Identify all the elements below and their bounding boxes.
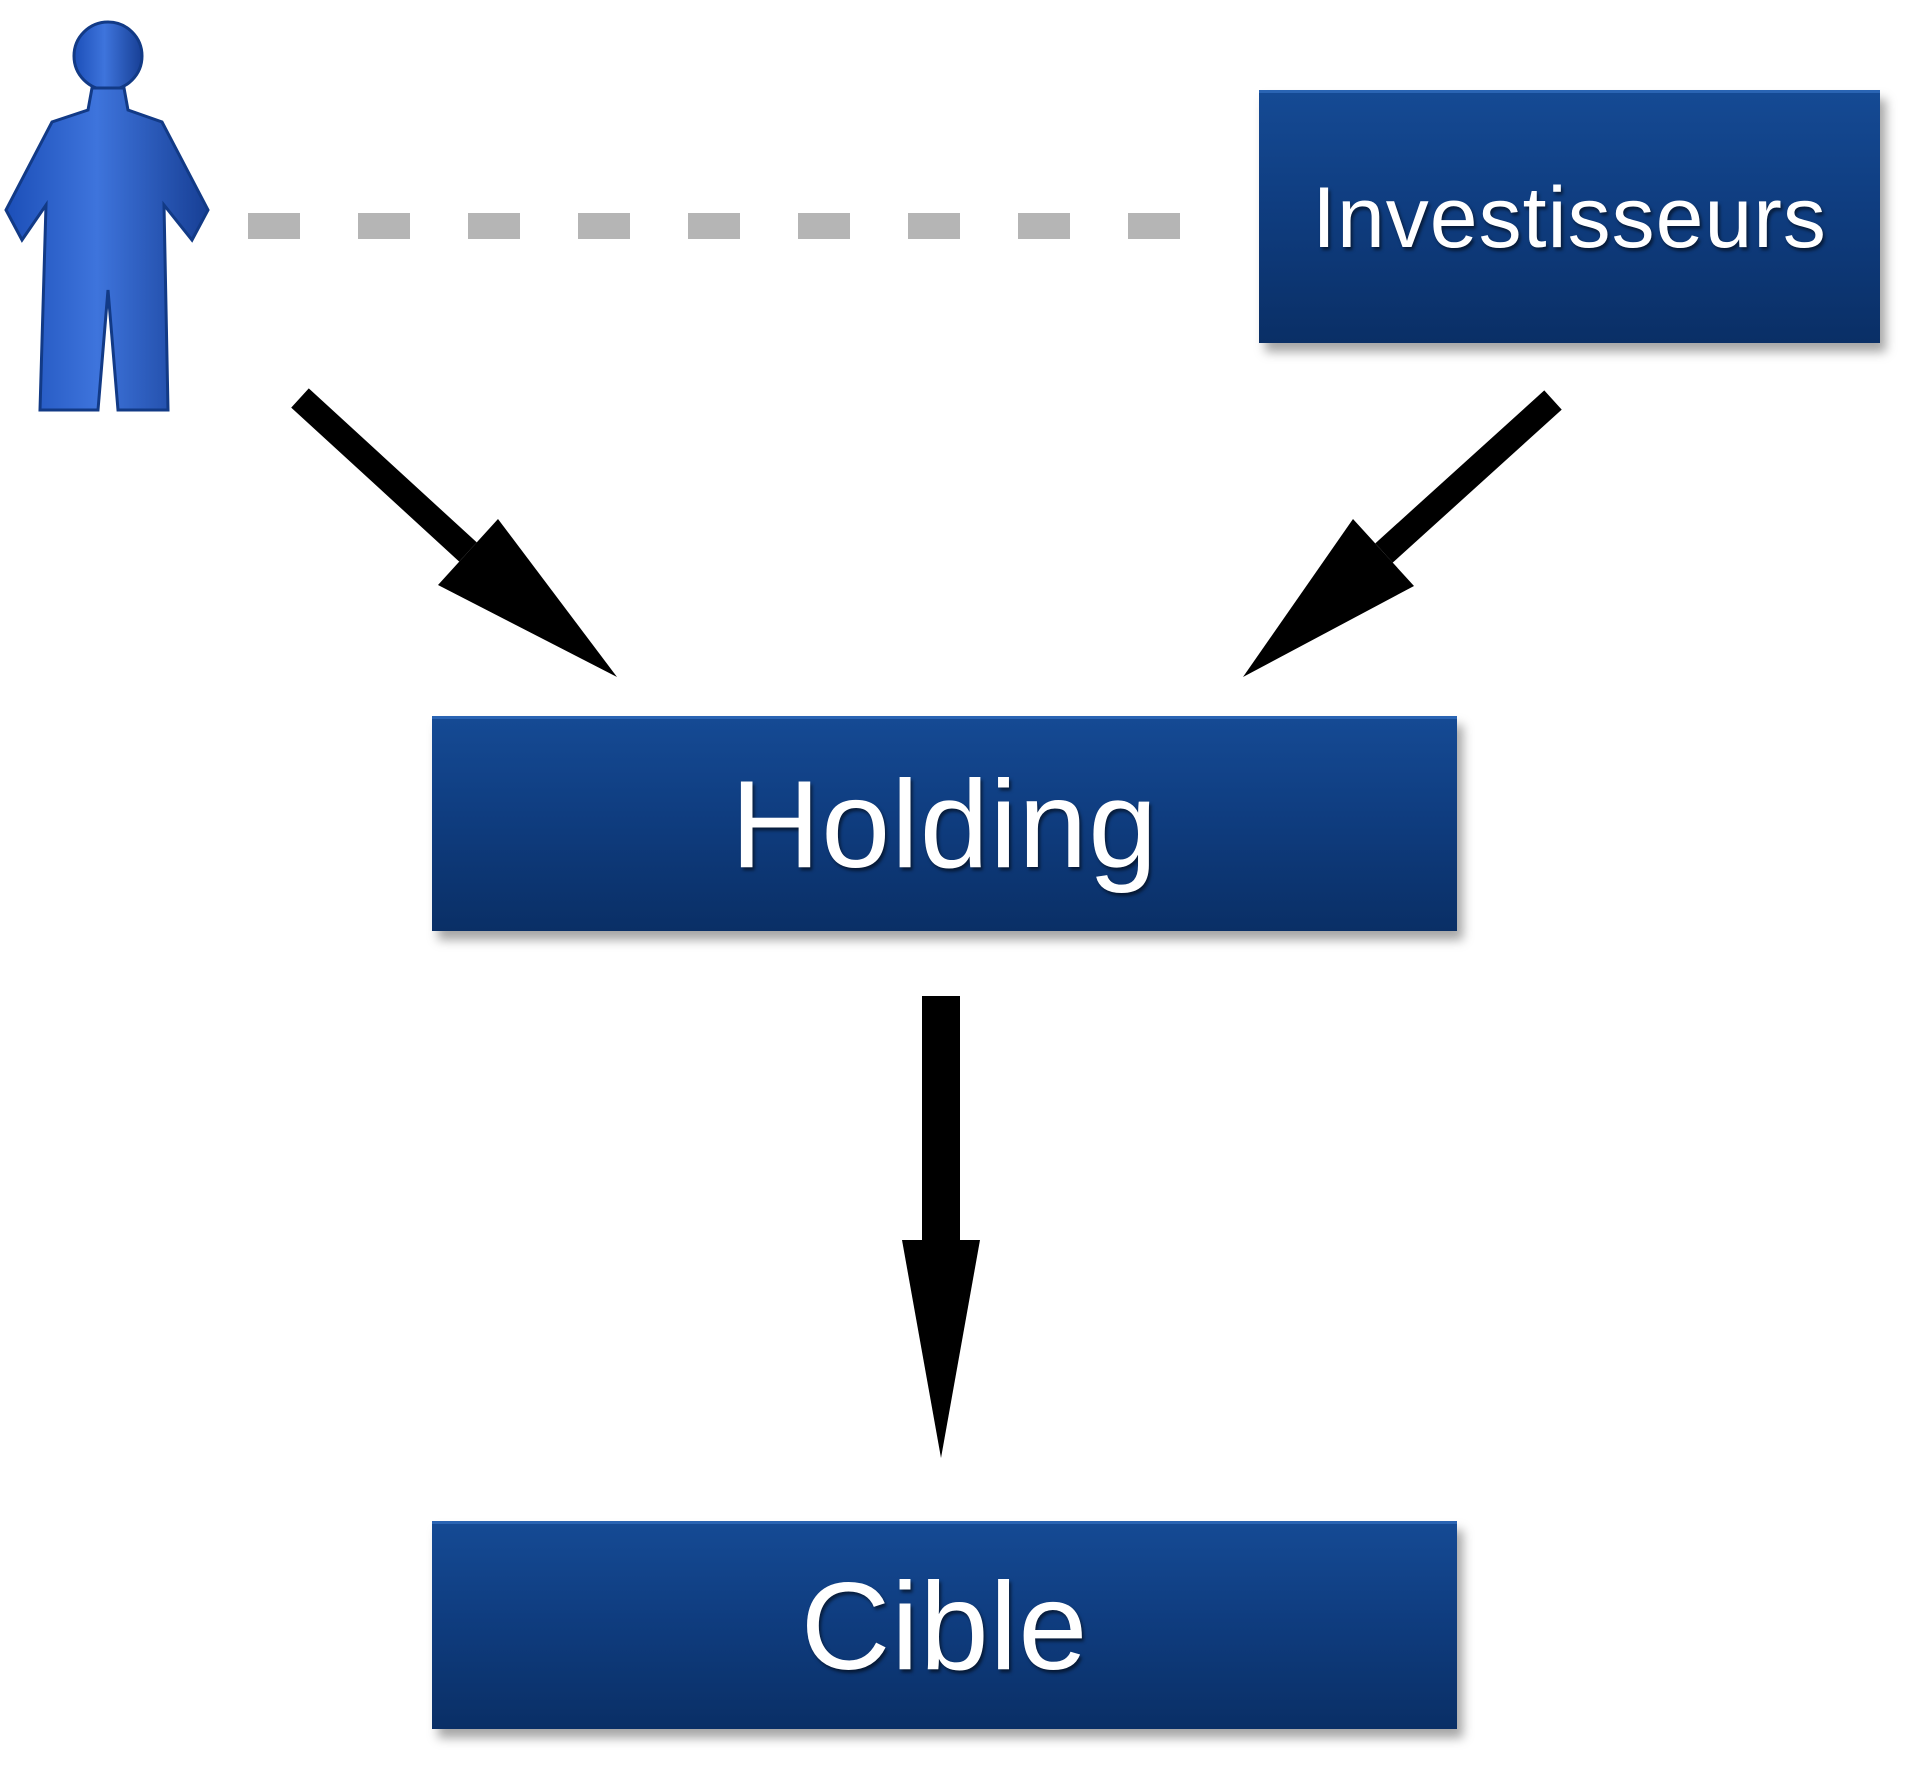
arrow-holding-to-cible (902, 996, 980, 1458)
holding-box: Holding (432, 716, 1457, 931)
cible-box: Cible (432, 1521, 1457, 1729)
holding-label: Holding (730, 756, 1159, 894)
investisseurs-label: Investisseurs (1312, 169, 1827, 266)
arrow-investisseurs-to-holding (1243, 390, 1562, 677)
person-icon (4, 20, 210, 412)
arrow-person-to-holding (291, 388, 617, 677)
investisseurs-box: Investisseurs (1259, 90, 1880, 343)
cible-label: Cible (800, 1557, 1089, 1696)
